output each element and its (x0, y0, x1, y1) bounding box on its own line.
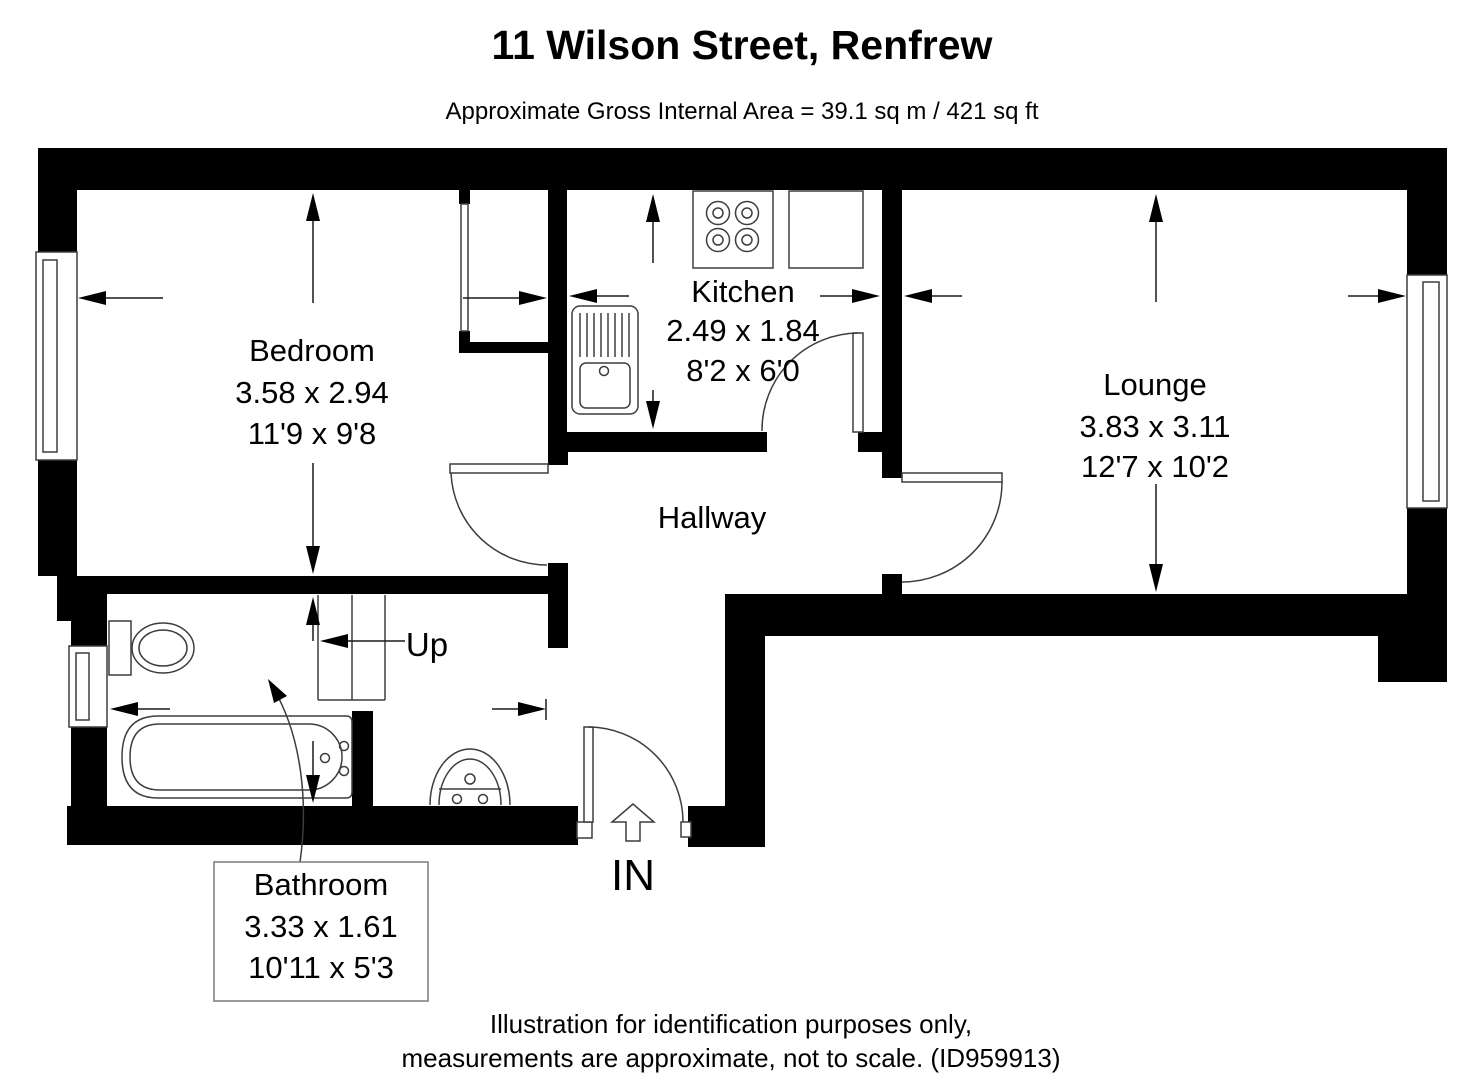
svg-text:3.33 x 1.61: 3.33 x 1.61 (244, 909, 397, 944)
entrance-door (576, 726, 692, 839)
page-subtitle: Approximate Gross Internal Area = 39.1 s… (446, 98, 1039, 125)
wash-basin (429, 748, 511, 806)
wall-kitchen-door-hinge (858, 432, 902, 452)
hob (692, 190, 774, 269)
stairs (317, 595, 386, 701)
lounge-window (1406, 274, 1448, 509)
page-title: 11 Wilson Street, Renfrew (492, 22, 993, 68)
bathroom-width-dim (110, 699, 547, 720)
bedroom-label: Bedroom 3.58 x 2.94 11'9 x 9'8 (235, 333, 388, 451)
wall-lounge-door-top (882, 452, 902, 478)
svg-text:8'2 x 6'0: 8'2 x 6'0 (686, 353, 800, 388)
svg-text:3.83 x 3.11: 3.83 x 3.11 (1079, 409, 1230, 444)
kitchen-sink (571, 305, 639, 415)
recess-divider (460, 203, 469, 332)
wall-lounge-door-bottom (882, 574, 902, 594)
kitchen-counter (788, 190, 864, 269)
wall-lounge-left (882, 190, 902, 432)
bedroom-depth-dim (306, 193, 320, 574)
lounge-door (901, 472, 1003, 583)
lounge-label: Lounge 3.83 x 3.11 12'7 x 10'2 (1079, 367, 1230, 484)
in-label: IN (611, 851, 655, 900)
wall-stub-bedroom-door-top (548, 452, 568, 465)
entrance-arrow-icon (609, 803, 657, 842)
wall-recess-cap-bottom (459, 331, 470, 353)
svg-text:Lounge: Lounge (1103, 367, 1206, 402)
kitchen-label: Kitchen 2.49 x 1.84 8'2 x 6'0 (666, 274, 819, 388)
disclaimer-line2: measurements are approximate, not to sca… (401, 1043, 1060, 1073)
kitchen-width-dim (569, 289, 880, 303)
up-arrow (320, 634, 405, 648)
windows (35, 251, 1448, 728)
wall-lounge-right-bottom (1407, 508, 1447, 598)
bathroom-window (68, 645, 108, 728)
wall-top (38, 148, 1447, 190)
bathroom-depth-dim (306, 597, 320, 803)
svg-text:Kitchen: Kitchen (691, 274, 794, 309)
bathtub (121, 715, 353, 799)
svg-text:3.58 x 2.94: 3.58 x 2.94 (235, 375, 388, 410)
bedroom-window (35, 251, 78, 461)
lounge-depth-dim (1149, 194, 1163, 592)
bedroom-width-dim (78, 291, 547, 305)
wall-bedroom-kitchen (548, 190, 567, 432)
wall-corner-bottom-right (1378, 594, 1447, 682)
wall-recess-cap-top (459, 190, 470, 204)
wall-lounge-right-top (1407, 190, 1447, 275)
wall-bedroom-door-bottom (548, 563, 568, 648)
bedroom-door (449, 463, 549, 566)
fixtures (108, 190, 864, 806)
svg-text:2.49 x 1.84: 2.49 x 1.84 (666, 313, 819, 348)
bathroom-label: Bathroom 3.33 x 1.61 10'11 x 5'3 (244, 867, 397, 985)
kitchen-depth-dim (646, 194, 660, 429)
wall-recess-bottom (470, 342, 548, 353)
hallway-label: Hallway (658, 500, 767, 535)
wall-entrance-bottom (688, 806, 765, 847)
toilet (108, 620, 195, 676)
labels: 11 Wilson Street, Renfrew Approximate Gr… (235, 22, 1230, 1073)
svg-text:11'9 x 9'8: 11'9 x 9'8 (248, 416, 376, 451)
svg-text:Bathroom: Bathroom (254, 867, 388, 902)
up-label: Up (406, 626, 448, 663)
svg-text:12'7 x 10'2: 12'7 x 10'2 (1081, 449, 1229, 484)
wall-bedroom-bottom (57, 576, 548, 594)
wall-bottom-bathroom (67, 806, 578, 845)
svg-text:10'11 x 5'3: 10'11 x 5'3 (248, 950, 394, 985)
kitchen-door (761, 332, 864, 433)
dimension-arrows (78, 193, 1406, 803)
lounge-width-dim (904, 289, 1406, 303)
svg-text:Bedroom: Bedroom (249, 333, 375, 368)
wall-entrance-right (725, 594, 765, 847)
wall-kitchen-bottom (548, 432, 767, 452)
doors (449, 203, 1003, 839)
bathroom-label-box (213, 679, 429, 1002)
disclaimer-line1: Illustration for identification purposes… (490, 1009, 972, 1039)
wall-bathroom-step (57, 593, 107, 621)
wall-hallway-lounge-bottom (725, 594, 1447, 636)
wall-bath-landing (352, 711, 373, 811)
